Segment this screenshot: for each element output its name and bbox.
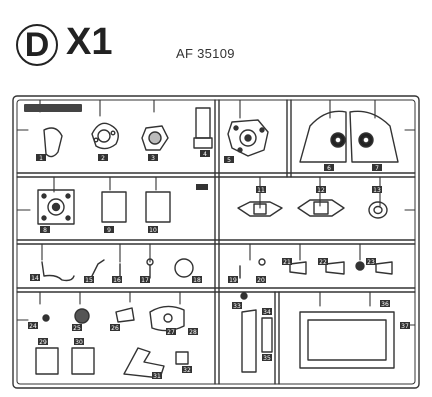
part-fender-pair bbox=[299, 110, 347, 163]
vertical-runners bbox=[214, 99, 292, 385]
part-clip-b bbox=[325, 261, 345, 275]
part-number: 31 bbox=[153, 373, 161, 380]
part-flange-plate bbox=[91, 122, 119, 150]
part-number: 1 bbox=[39, 155, 43, 162]
part-panel-b bbox=[145, 191, 171, 223]
part-small-box bbox=[175, 351, 189, 365]
part-number: 9 bbox=[107, 227, 111, 234]
gate-stubs bbox=[16, 99, 416, 326]
sprue-letter-badge: D bbox=[16, 24, 58, 66]
part-gear-case bbox=[227, 119, 269, 157]
part-ring bbox=[368, 201, 388, 219]
part-number-markers: 1 2 3 4 5 6 7 8 9 10 11 12 13 14 15 16 1… bbox=[28, 150, 410, 380]
sprue-outer-frame bbox=[12, 95, 420, 389]
part-number: 33 bbox=[233, 303, 241, 310]
horizontal-runners bbox=[16, 172, 416, 293]
part-wire-hook bbox=[41, 261, 75, 282]
part-clip-c bbox=[375, 261, 393, 275]
sprue-inner-frame bbox=[16, 99, 416, 385]
part-block-a bbox=[35, 347, 59, 375]
part-square-plate bbox=[37, 189, 75, 225]
part-number: 16 bbox=[113, 277, 121, 284]
part-hub-cover bbox=[141, 125, 169, 151]
part-gear-small bbox=[74, 308, 90, 324]
sprue-diagram: 1 2 3 4 5 6 7 8 9 10 11 12 13 14 15 16 1… bbox=[0, 90, 432, 392]
part-number: 11 bbox=[257, 187, 265, 194]
part-block-b bbox=[71, 347, 95, 375]
part-post-assembly bbox=[241, 309, 257, 373]
part-number: 37 bbox=[401, 323, 409, 330]
part-number: 30 bbox=[75, 339, 83, 346]
part-number: 5 bbox=[227, 157, 231, 164]
part-number: 19 bbox=[229, 277, 237, 284]
part-spindle-a bbox=[237, 201, 283, 217]
part-number: 24 bbox=[29, 323, 37, 330]
part-number: 12 bbox=[317, 187, 325, 194]
part-number: 13 bbox=[373, 187, 381, 194]
sprue-label-plate bbox=[24, 104, 82, 112]
part-number: 27 bbox=[167, 329, 175, 336]
part-number: 28 bbox=[189, 329, 197, 336]
part-chassis-frame bbox=[299, 311, 395, 369]
part-spindle-b bbox=[297, 199, 345, 217]
part-wedge bbox=[115, 307, 135, 323]
part-number: 20 bbox=[257, 277, 265, 284]
part-washer bbox=[42, 314, 50, 322]
part-box-housing bbox=[195, 107, 211, 139]
part-number: 23 bbox=[367, 259, 375, 266]
part-number: 4 bbox=[203, 151, 207, 158]
kit-number: AF 35109 bbox=[176, 46, 235, 61]
part-number: 15 bbox=[85, 277, 93, 284]
part-panel-a bbox=[101, 191, 127, 223]
part-bracket-curved bbox=[43, 127, 63, 158]
part-lever-a bbox=[91, 259, 105, 277]
part-number: 22 bbox=[319, 259, 327, 266]
part-bracket-complex bbox=[149, 305, 185, 332]
part-number: 25 bbox=[73, 325, 81, 332]
part-number: 17 bbox=[141, 277, 149, 284]
part-ring-large bbox=[174, 258, 194, 278]
part-number: 32 bbox=[183, 367, 191, 374]
part-clip-a bbox=[289, 261, 307, 275]
sprue-name: X1 bbox=[66, 21, 113, 63]
part-number: 21 bbox=[283, 259, 291, 266]
part-number: 8 bbox=[43, 227, 47, 234]
part-number: 7 bbox=[375, 165, 379, 172]
part-number: 34 bbox=[263, 309, 271, 316]
part-number: 18 bbox=[193, 277, 201, 284]
part-number: 35 bbox=[263, 355, 271, 362]
part-number: 26 bbox=[111, 325, 119, 332]
part-number: 6 bbox=[327, 165, 331, 172]
part-number: 36 bbox=[381, 301, 389, 308]
part-number: 10 bbox=[149, 227, 157, 234]
part-number: 14 bbox=[31, 275, 39, 282]
part-number: 3 bbox=[151, 155, 155, 162]
part-number: 29 bbox=[39, 339, 47, 346]
sprue-header: D X1 AF 35109 bbox=[0, 0, 432, 90]
part-number: 2 bbox=[101, 155, 105, 162]
